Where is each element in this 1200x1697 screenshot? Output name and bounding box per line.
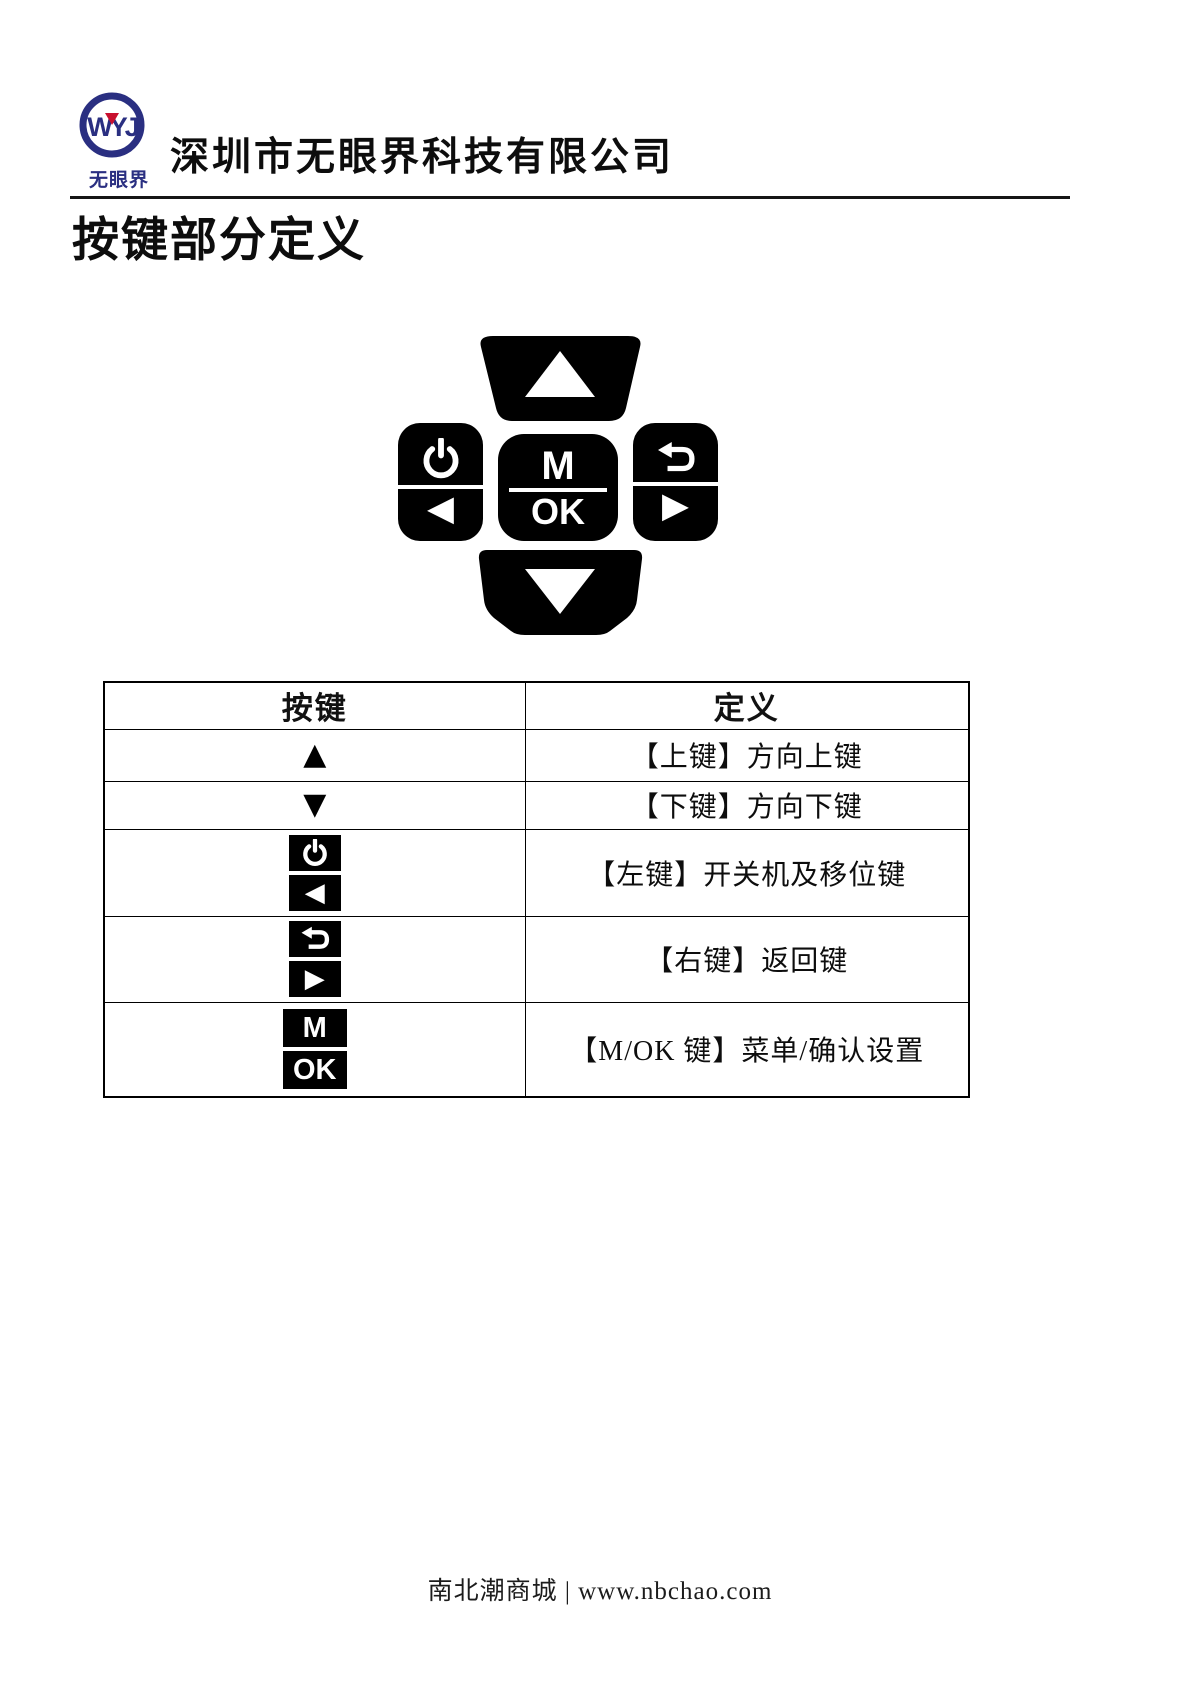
key-divider-line xyxy=(282,1047,347,1052)
definition-text: 【右键】返回键 xyxy=(645,946,849,977)
company-logo: WYJ 无眼界 xyxy=(76,92,162,192)
key-definition-table: 按键 定义 ▲ 【上键】方向上键 ▼ 【下键】方向下键 ◀ 【左键】开关机及移位… xyxy=(103,681,970,1098)
mini-left-power-key: ◀ xyxy=(288,834,341,911)
table-row: ▼ 【下键】方向下键 xyxy=(103,780,970,830)
power-icon xyxy=(302,838,327,866)
header-divider xyxy=(70,196,1070,199)
company-name: 深圳市无眼界科技有限公司 xyxy=(170,136,675,179)
table-row: ▶ 【右键】返回键 xyxy=(103,915,970,1003)
table-row: ▲ 【上键】方向上键 xyxy=(103,728,970,782)
power-icon xyxy=(423,438,458,479)
key-divider-line xyxy=(288,957,341,961)
mok-ok-label: OK xyxy=(293,1053,337,1086)
left-triangle-icon: ◀ xyxy=(304,877,325,908)
return-arrow-icon xyxy=(657,442,695,472)
right-triangle-icon: ▶ xyxy=(304,964,325,994)
key-divider-line xyxy=(288,870,341,875)
mok-menu-label: M xyxy=(302,1011,327,1044)
column-header-key: 按键 xyxy=(103,681,526,730)
right-triangle-icon: ▶ xyxy=(662,486,689,527)
mok-ok-label: OK xyxy=(531,490,585,532)
keypad-down-button xyxy=(478,550,643,635)
page-title: 按键部分定义 xyxy=(72,215,366,267)
table-header-row: 按键 定义 xyxy=(103,681,970,730)
logo-monogram-icon: WYJ xyxy=(79,92,145,158)
return-arrow-icon xyxy=(301,926,329,949)
definition-text: 【左键】开关机及移位键 xyxy=(587,859,907,891)
definition-text: 【上键】方向上键 xyxy=(630,742,863,773)
mok-menu-label: M xyxy=(541,443,575,488)
keypad-diagram: ◀ M OK ▶ xyxy=(398,336,718,636)
down-triangle-icon: ▼ xyxy=(303,787,327,822)
logo-wordmark: 无眼界 xyxy=(88,169,149,191)
table-row: M OK 【M/OK 键】菜单/确认设置 xyxy=(103,1001,970,1098)
keypad-right-return-button: ▶ xyxy=(633,423,718,541)
left-triangle-icon: ◀ xyxy=(427,489,454,530)
footer-watermark: 南北潮商城 | www.nbchao.com xyxy=(427,1578,773,1605)
up-triangle-icon: ▲ xyxy=(303,737,327,772)
definition-text: 【下键】方向下键 xyxy=(630,792,863,823)
keypad-up-button xyxy=(478,336,643,421)
table-row: ◀ 【左键】开关机及移位键 xyxy=(103,828,970,917)
keypad-mok-button: M OK xyxy=(498,434,618,541)
definition-text: 【M/OK 键】菜单/确认设置 xyxy=(569,1036,925,1068)
down-arrow-icon xyxy=(478,550,643,635)
key-divider-line xyxy=(508,487,608,492)
mini-right-return-key: ▶ xyxy=(288,921,341,997)
up-arrow-icon xyxy=(480,336,641,421)
key-divider-line xyxy=(633,482,718,487)
key-divider-line xyxy=(398,485,483,490)
keypad-left-power-button: ◀ xyxy=(398,423,483,541)
mini-mok-key: M OK xyxy=(282,1009,347,1090)
column-header-definition: 定义 xyxy=(524,681,970,730)
